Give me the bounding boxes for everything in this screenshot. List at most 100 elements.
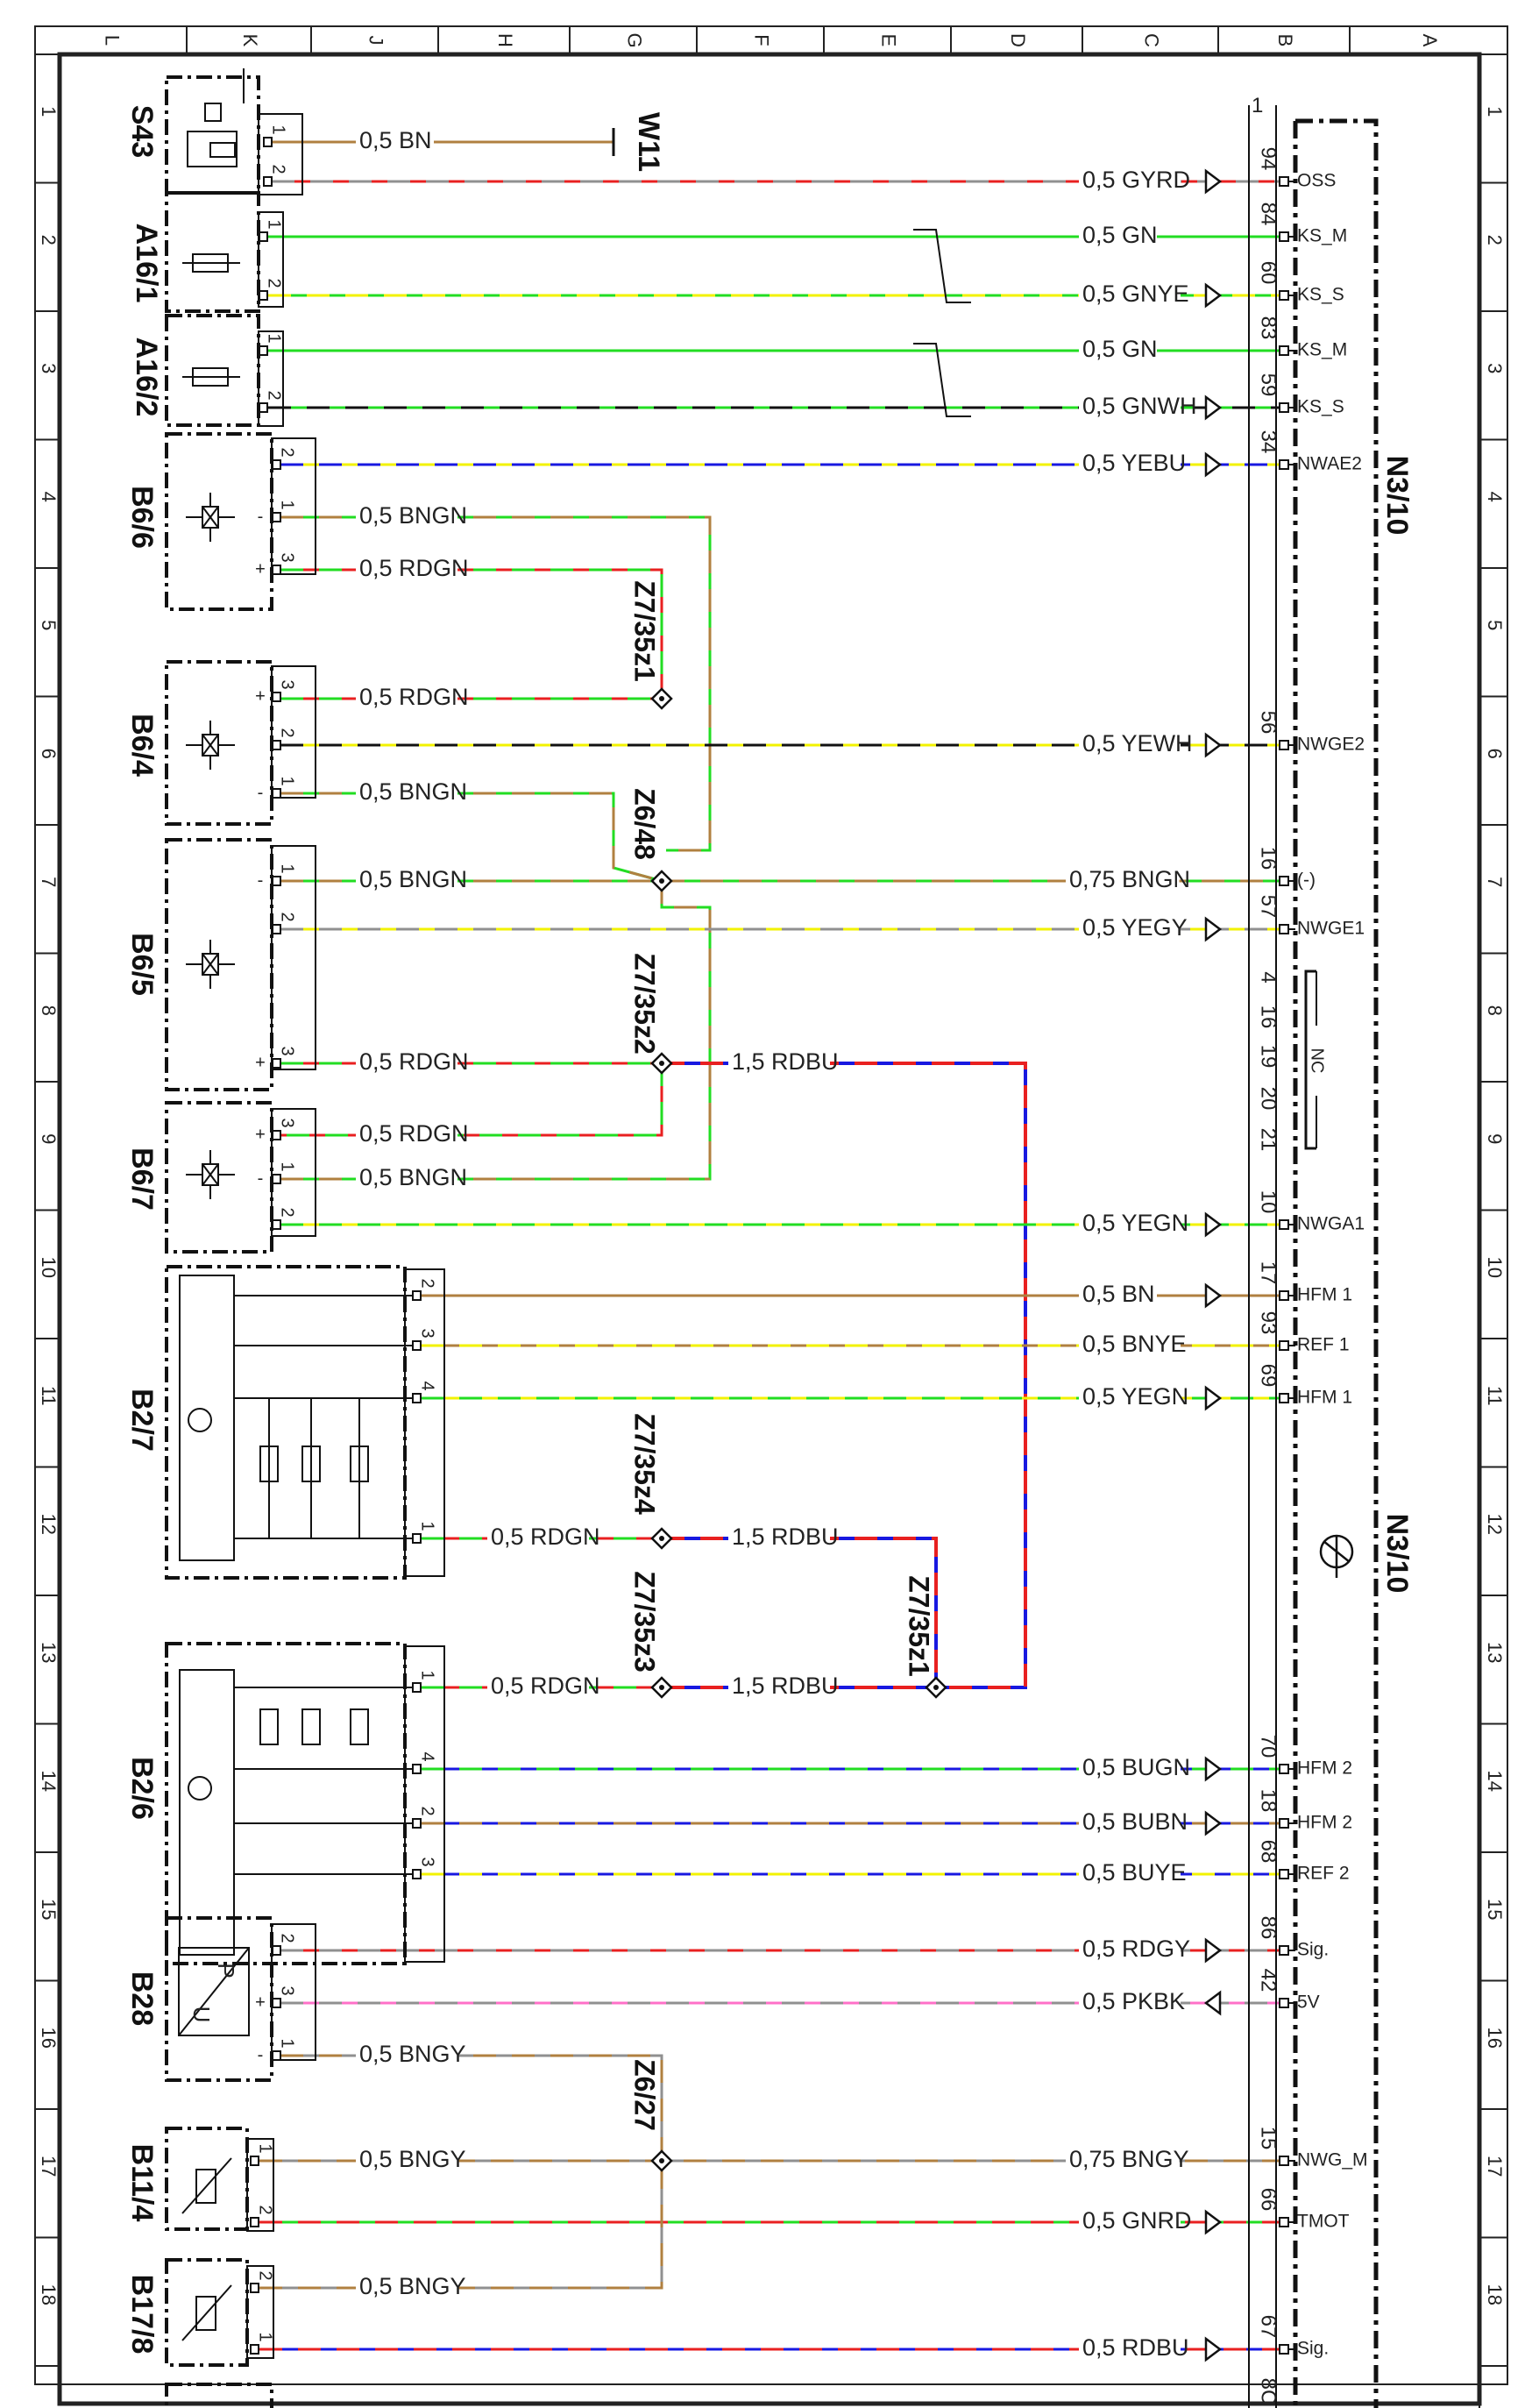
grid-column-label: L — [102, 35, 124, 46]
wire-label: 0,5 BNGN — [359, 778, 467, 805]
grid-row-label: 1 — [38, 106, 60, 117]
polarity-sign: - — [258, 2045, 264, 2064]
wire-label-bg — [728, 1049, 830, 1077]
wire-label: 1,5 RDBU — [732, 1673, 839, 1699]
wire-label-bg — [1079, 451, 1181, 479]
wire-label-bg — [1079, 1211, 1181, 1239]
ecu-pin-terminal — [1279, 2156, 1289, 2166]
arrow-icon — [1204, 1810, 1223, 1836]
ecu-pin-terminal — [1279, 1340, 1289, 1351]
wire-label-bg — [1079, 394, 1181, 422]
ecu-pin-terminal — [1279, 1290, 1289, 1301]
ecu-pin-signal: Sig. — [1297, 2339, 1329, 2359]
grid-column-label: D — [1007, 33, 1029, 47]
wire-stripe — [662, 1062, 1027, 1689]
wire-label-bg — [1079, 2208, 1181, 2236]
polarity-sign: - — [258, 870, 264, 890]
wire-label: 0,75 BNGY — [1069, 2146, 1189, 2172]
grid-column-label: E — [878, 34, 900, 47]
flow-meter-icon — [188, 1776, 212, 1801]
wires — [259, 128, 1280, 2363]
splice-label: Z6/48 — [629, 788, 661, 860]
connector-pin-number: 1 — [278, 863, 297, 873]
wire-label-bg — [1079, 1989, 1181, 2017]
wire-label-bg — [487, 1524, 589, 1552]
wire-label-bg — [356, 2274, 457, 2302]
ecu-name-top: N3/10 — [1380, 456, 1414, 536]
component-name: S43 — [125, 105, 159, 159]
wire — [280, 792, 663, 883]
splice-dot — [659, 696, 664, 701]
grid-row-label: 12 — [1484, 1514, 1506, 1535]
wire-stripe — [280, 792, 663, 883]
ecu-pin-signal: NWAE2 — [1297, 454, 1362, 474]
ecu-pin-signal: KS_S — [1297, 285, 1344, 305]
connector-pin — [272, 1130, 281, 1140]
polarity-sign: + — [255, 1125, 266, 1144]
components — [165, 68, 1379, 2408]
connector-pin-number: 1 — [265, 333, 284, 343]
connector-pin — [272, 1174, 281, 1184]
ecu-pin-signal: KS_M — [1297, 340, 1347, 360]
shield-symbol — [913, 343, 971, 417]
grid-row-label: 8 — [1484, 1005, 1506, 1016]
arrow-icon — [1204, 732, 1223, 758]
arrow-icon — [1204, 394, 1223, 421]
wire-label-bg — [487, 1673, 589, 1701]
wire — [662, 1537, 938, 1687]
grid-row-label: 3 — [38, 363, 60, 373]
grid-row-label: 14 — [38, 1771, 60, 1792]
wire-label: 1,5 RDBU — [732, 1048, 839, 1075]
wire-label: 0,5 BUGN — [1082, 1754, 1190, 1780]
connector-housing — [246, 2265, 274, 2359]
grid-row-label: 7 — [38, 877, 60, 887]
ecu-pin-signal: NWG_M — [1297, 2150, 1368, 2170]
grid-row-label: 4 — [38, 492, 60, 502]
ecu-pin-number: 18 — [1257, 1789, 1280, 1813]
splice-label: Z7/35z4 — [629, 1413, 661, 1515]
ecu-name-bottom: N3/10 — [1380, 1514, 1414, 1594]
grid-row-label: 15 — [38, 1899, 60, 1920]
wire-label-bg — [356, 1049, 457, 1077]
connector-pin — [259, 290, 268, 301]
wire-stripe — [662, 1537, 938, 1687]
connector-pin-number: 3 — [278, 1985, 297, 1995]
polarity-sign: + — [255, 1992, 266, 2012]
ecu-pin-number: 67 — [1257, 2315, 1280, 2339]
wire-label: 0,5 BUYE — [1082, 1859, 1187, 1886]
connector-pin-number: 2 — [256, 2205, 275, 2214]
connector-housing — [271, 1108, 316, 1237]
polarity-sign: + — [255, 1053, 266, 1072]
connector-pin — [250, 2217, 259, 2227]
grid-column-label: J — [365, 36, 387, 46]
wire-label: 0,5 YEGN — [1082, 1383, 1188, 1410]
component-name: B11/4 — [125, 2144, 159, 2222]
ecu-pin-number: 70 — [1257, 1735, 1280, 1758]
connector-pin — [272, 692, 281, 702]
polarity-sign: - — [258, 507, 264, 526]
wire-label: 0,5 GN — [1082, 336, 1158, 362]
ecu-first-pin: 1 — [1252, 94, 1263, 117]
arrow-icon — [1204, 451, 1223, 478]
grid-column-label: A — [1419, 34, 1441, 47]
wire-label-bg — [356, 2147, 457, 2175]
connector-pin — [259, 231, 268, 242]
component-name: B6/6 — [125, 486, 159, 549]
ecu-pin-signal: Sig. — [1297, 1940, 1329, 1960]
splice-dot — [659, 1061, 664, 1066]
ecu-pin-number: 69 — [1257, 1364, 1280, 1388]
ecu-boundary — [1295, 118, 1379, 2408]
wire-label-bg — [356, 685, 457, 713]
connector-pin — [259, 345, 268, 356]
connector-pin-number: 2 — [265, 278, 284, 288]
wire-label-bg — [1079, 1860, 1181, 1888]
arrow-icon — [1204, 168, 1223, 195]
connector-pin — [272, 1058, 281, 1069]
bottom-pin: 8C — [1257, 2378, 1280, 2405]
component-name: B28 — [125, 1971, 159, 2026]
wire-label-bg — [1079, 1384, 1181, 1412]
nc-pin-number: 21 — [1257, 1128, 1280, 1152]
pressure-glyph: P — [213, 1963, 239, 1978]
wire-label-bg — [1079, 223, 1157, 251]
wire-label-bg — [1079, 915, 1181, 943]
